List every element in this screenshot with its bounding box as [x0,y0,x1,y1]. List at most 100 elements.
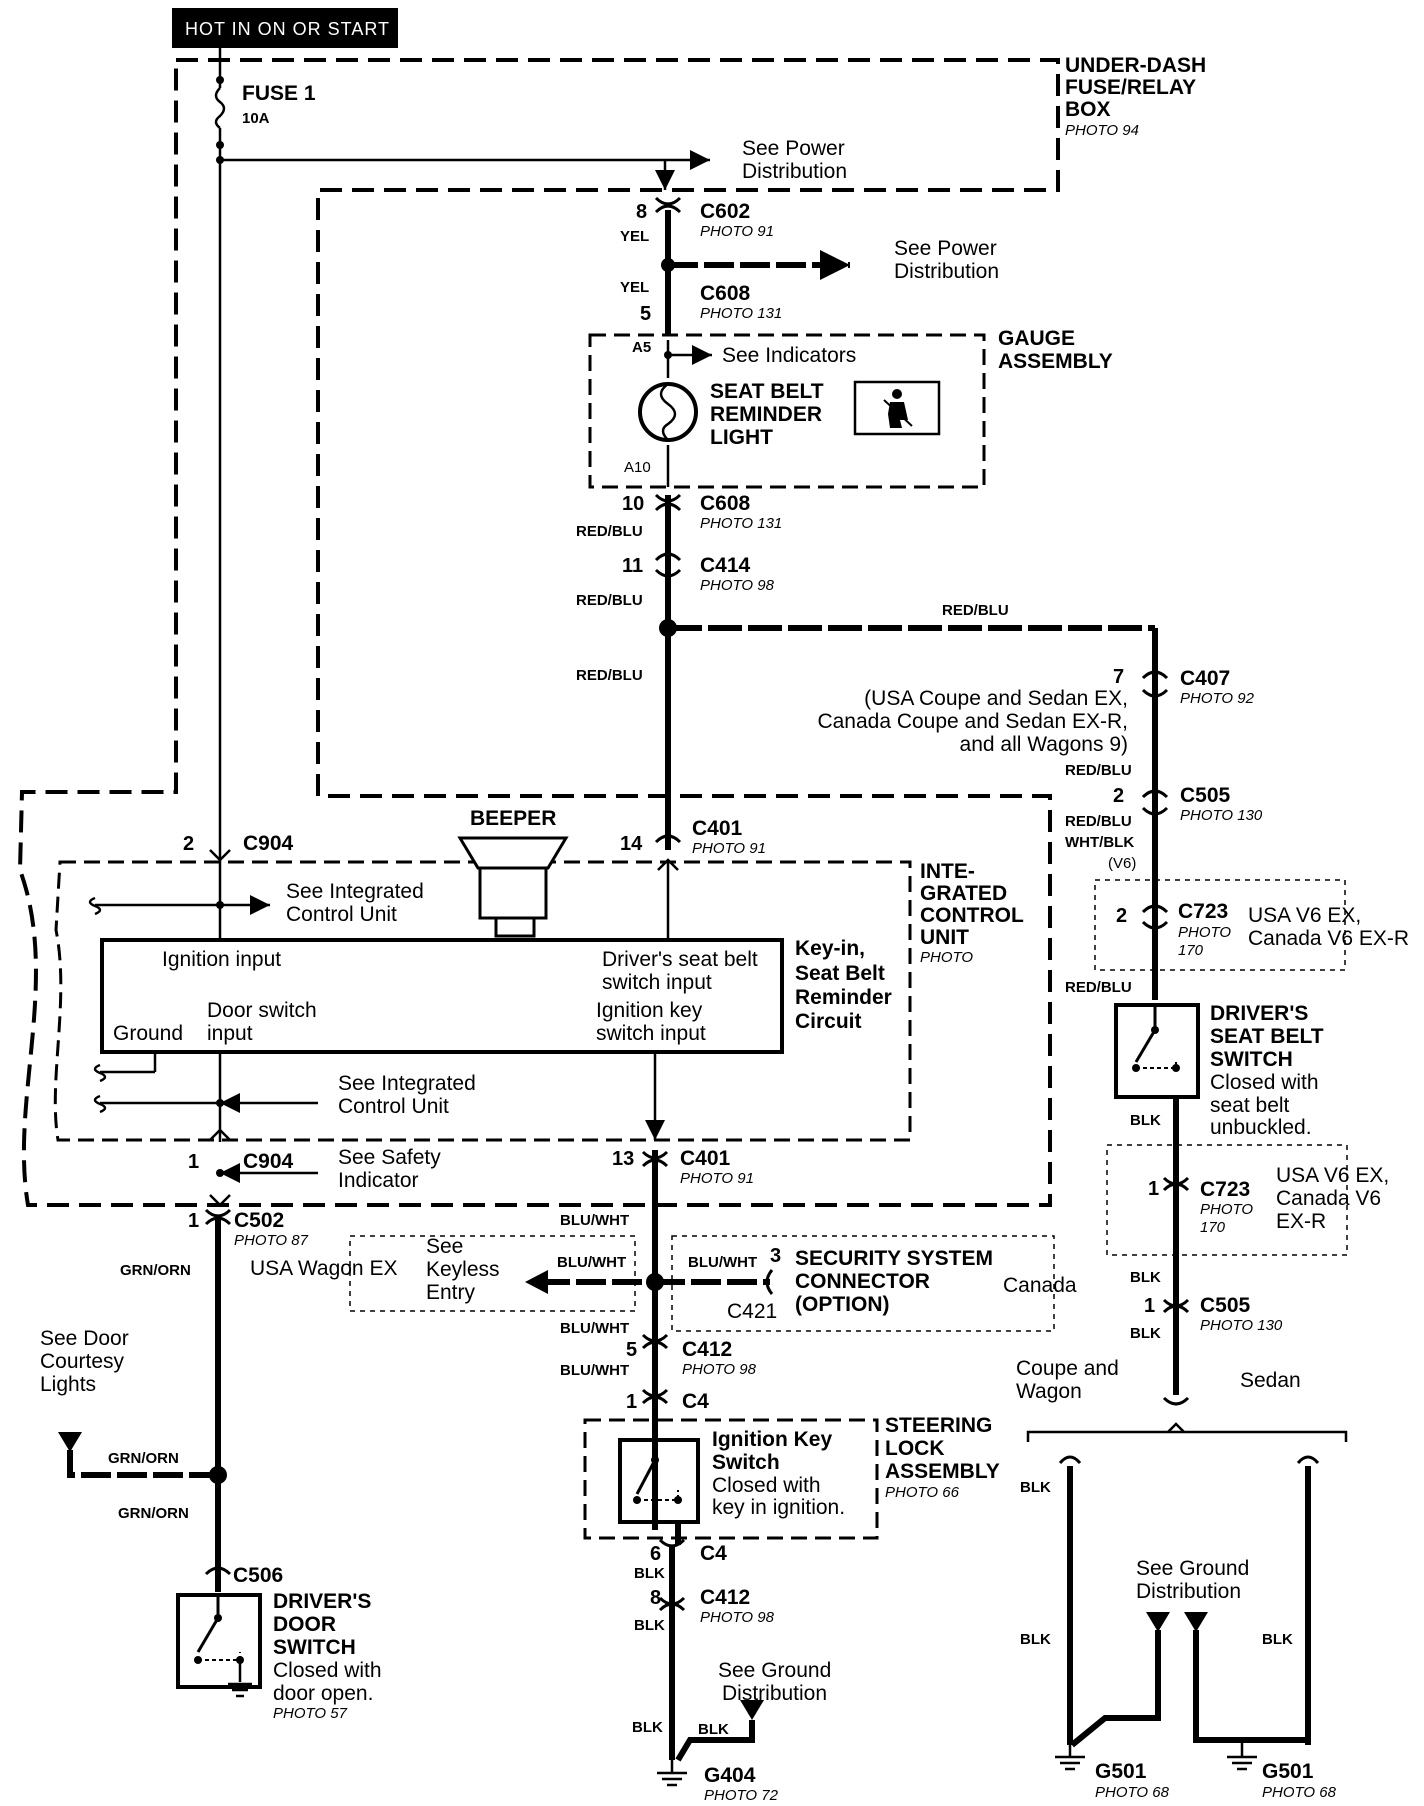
gauge-a5-node [664,351,672,359]
security-note: Canada [1003,1274,1077,1297]
g404-photo: PHOTO 72 [704,1787,779,1804]
c723-top-note-2: Canada V6 EX-R [1248,927,1409,950]
see-icu-2b: Control Unit [338,1095,449,1118]
keyless-see-1: See [426,1235,463,1258]
c505-top-wire-2: RED/BLU [1065,813,1132,830]
security-pin: 3 [770,1245,781,1267]
g501-right-ground-icon [1227,1740,1257,1771]
ground-bracket [1026,1422,1348,1748]
steering-title-3: ASSEMBLY [885,1460,1000,1483]
coupe-wagon-label-1: Coupe and [1016,1357,1119,1380]
ignition-key-switch-title-2: Switch [712,1451,780,1474]
keyless-see-2: Keyless [426,1258,500,1281]
connector-c602-symbol [654,196,682,214]
see-power-distribution-2a: See Power [894,237,997,260]
c412-top-wire-1: BLU/WHT [560,1320,629,1337]
see-power-distribution-2b: Distribution [894,260,999,283]
icu-title-2: GRATED [920,882,1007,905]
optional-boxes [349,879,1348,1332]
c723-bottom-note-3: EX-R [1276,1210,1326,1233]
c401-bottom-photo: PHOTO 91 [680,1170,754,1187]
gauge-pin-a5: A5 [632,339,651,356]
c602-photo: PHOTO 91 [700,223,774,240]
hot-label: HOT IN ON OR START [185,19,390,39]
seat-belt-switch-contact-1 [1151,1026,1159,1034]
c505-bottom-pin: 1 [1144,1295,1155,1317]
c401-top-name: C401 [692,817,743,840]
c412-top-wire-2: BLU/WHT [560,1362,629,1379]
ignition-key-switch-title-1: Ignition Key [712,1428,832,1451]
c505-top-pin: 2 [1113,785,1124,807]
c407-note-2: Canada Coupe and Sedan EX-R, [817,710,1128,733]
icu-driver-seat-belt-input-2: switch input [602,971,712,994]
see-power-distribution-1b: Distribution [742,160,847,183]
grn-orn-connectors [204,1208,232,1576]
icu-circuit-label-4: Circuit [795,1010,862,1033]
c904-bottom-pin: 1 [188,1151,199,1173]
c4-top-pin: 1 [626,1391,637,1413]
fuse-box-title-1: UNDER-DASH [1065,54,1206,77]
security-wire: BLU/WHT [688,1254,757,1271]
door-branch-wire: GRN/ORN [108,1450,179,1467]
c414-pin: 11 [622,555,643,577]
c502-name: C502 [234,1209,284,1232]
c505-top-wire-alt-note: (V6) [1108,855,1136,872]
light-label-2: REMINDER [710,403,822,426]
door-switch-icon [176,1593,262,1689]
door-courtesy-2: Courtesy [40,1350,125,1373]
c723-bottom-pin: 1 [1148,1178,1159,1200]
grn-orn-wire [67,1215,221,1592]
security-title-2: CONNECTOR [795,1270,930,1293]
fuse-box-title-2: FUSE/RELAY [1065,76,1196,99]
icu-ignition-input: Ignition input [162,948,281,971]
c401-bottom-wire: BLU/WHT [560,1212,629,1229]
hot-label-box: HOT IN ON OR START [172,8,398,48]
ignition-key-contact-2 [633,1496,641,1504]
c723-bottom-photo-2: 170 [1200,1219,1226,1236]
keyless-see-3: Entry [426,1281,476,1304]
beeper-icon [457,836,569,938]
door-switch-contact-3 [236,1656,244,1664]
see-safety-2: Indicator [338,1169,419,1192]
fuse-box-photo: PHOTO 94 [1065,122,1139,139]
red-blu-splice [659,619,677,637]
steering-title-2: LOCK [885,1437,945,1460]
c723-top-name: C723 [1178,900,1228,923]
c602-name: C602 [700,200,750,223]
seat-belt-switch-title-3: SWITCH [1210,1048,1293,1071]
g501-left-name: G501 [1095,1760,1147,1783]
c407-note-1: (USA Coupe and Sedan EX, [864,687,1128,710]
c502-photo: PHOTO 87 [234,1232,309,1249]
see-icu-1b: Control Unit [286,903,397,926]
ground-left-wire-2: BLK [1020,1631,1051,1648]
c505-bottom-photo: PHOTO 130 [1200,1317,1283,1334]
c723-bottom-wire: BLK [1130,1269,1161,1286]
icu-boundary [53,860,912,1142]
door-courtesy-1: See Door [40,1327,129,1350]
security-title-3: (OPTION) [795,1293,890,1316]
fuse-rating: 10A [242,110,270,127]
fuse-node-bottom [216,141,224,149]
c608-bottom-name: C608 [700,492,751,515]
c723-top-photo-2: 170 [1178,942,1204,959]
c608-bottom-wire: RED/BLU [576,523,643,540]
fuse-label: FUSE 1 [242,82,316,105]
center-yel-wire [665,210,850,335]
power-split-node [216,156,224,164]
coupe-wagon-label-2: Wagon [1016,1380,1082,1403]
light-label-3: LIGHT [710,426,773,449]
c412-top-pin: 5 [626,1339,637,1361]
ignition-key-switch-desc-1: Closed with [712,1474,821,1497]
c412-bottom-photo: PHOTO 98 [700,1609,775,1626]
fuse-box-title-3: BOX [1065,98,1111,121]
seat-belt-reminder-bulb-icon [638,382,698,442]
sedan-label: Sedan [1240,1369,1301,1392]
icu-ground: Ground [113,1022,183,1045]
security-connector: C421 [727,1300,777,1323]
c401-top-pin: 14 [620,833,643,855]
icu-door-node [216,1099,224,1107]
light-label-1: SEAT BELT [710,380,824,403]
c401-bottom-pin: 13 [612,1148,634,1170]
icu-box [100,938,784,1054]
c904-bottom-wires [209,1128,318,1207]
